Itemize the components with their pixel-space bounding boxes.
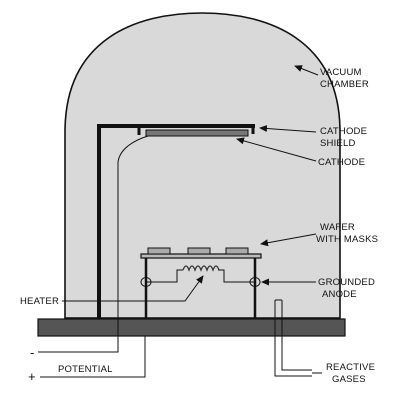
leader-heater xyxy=(62,275,204,302)
wafer-mask xyxy=(225,247,249,255)
cathode-shield xyxy=(97,124,255,319)
minus-terminal-sign: - xyxy=(30,345,34,360)
anode-platform xyxy=(140,247,262,319)
label-heater: HEATER xyxy=(20,296,59,307)
cathode-lead-wire xyxy=(38,135,149,353)
label-reactive-gases-1: REACTIVE xyxy=(326,362,375,373)
label-vacuum-chamber-2: CHAMBER xyxy=(320,79,369,90)
label-cathode: CATHODE xyxy=(318,157,365,168)
label-reactive-gases-2: GASES xyxy=(332,374,366,385)
label-potential: POTENTIAL xyxy=(58,364,113,375)
base-plate xyxy=(37,318,346,337)
label-wafer-2: WITH MASKS xyxy=(316,234,378,245)
cathode-plate xyxy=(145,129,249,137)
label-vacuum-chamber-1: VACUUM xyxy=(320,67,362,78)
leader-cathode xyxy=(236,137,317,162)
heater-coil xyxy=(182,265,220,272)
leader-cathode-shield xyxy=(259,125,317,133)
vacuum-chamber xyxy=(64,12,341,319)
leader-wafer xyxy=(260,233,317,247)
leader-vacuum-chamber xyxy=(294,65,319,76)
gas-inlet-pipe xyxy=(274,299,312,377)
anode-lead-wire xyxy=(40,336,146,378)
wafer-mask xyxy=(187,247,211,255)
label-grounded-anode-1: GROUNDED xyxy=(318,277,375,288)
heater-assembly xyxy=(140,265,261,287)
label-cathode-shield-2: SHIELD xyxy=(320,138,356,149)
wafer-mask xyxy=(147,247,171,255)
label-wafer-1: WAFER xyxy=(320,222,355,233)
plus-terminal-sign: + xyxy=(28,369,36,384)
label-grounded-anode-2: ANODE xyxy=(322,289,357,300)
label-cathode-shield-1: CATHODE xyxy=(320,126,367,137)
